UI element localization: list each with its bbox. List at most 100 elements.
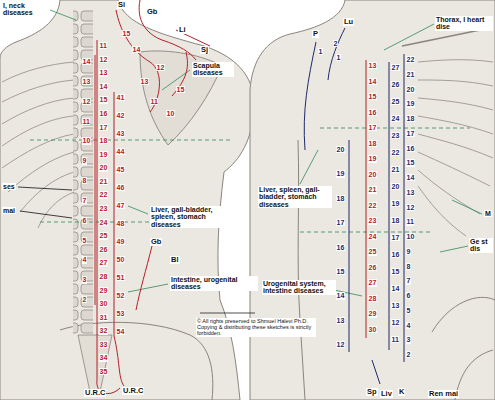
point-number: 11 (406, 218, 414, 225)
point-number: 10 (82, 137, 91, 144)
point-number: 19 (368, 155, 377, 162)
point-number: 16 (368, 109, 377, 116)
point-number: 18 (391, 217, 400, 224)
ribs (418, 60, 493, 236)
sacrum (78, 335, 112, 392)
point-number: 44 (116, 148, 125, 155)
point-number: 12 (406, 204, 415, 211)
point-number: 21 (368, 186, 377, 193)
point-number: 22 (99, 191, 108, 198)
point-number: 14 (336, 292, 345, 299)
meridian-line (95, 0, 210, 394)
meridian-name: Si (117, 1, 126, 9)
point-number: 14 (99, 83, 108, 90)
meridian-name: K (398, 388, 405, 396)
point-number: 2 (333, 40, 338, 47)
point-number: 17 (99, 124, 108, 131)
point-number: 2 (406, 351, 411, 358)
point-number: 6 (406, 292, 411, 299)
point-number: 19 (406, 100, 415, 107)
leader-line (18, 187, 72, 218)
point-number: 24 (99, 219, 108, 226)
region-label: Urogenital system, intestine diseases (262, 280, 336, 295)
meridian-name: Gb (150, 238, 162, 246)
point-number: 20 (406, 86, 415, 93)
point-number: 11 (391, 336, 399, 343)
point-number: 20 (99, 164, 108, 171)
point-number: 17 (391, 234, 400, 241)
meridian-name: Bl (170, 256, 180, 264)
point-number: 24 (368, 233, 377, 240)
point-number: 3 (82, 276, 87, 283)
point-number: 7 (406, 277, 411, 284)
point-number: 28 (368, 295, 377, 302)
point-number: 12 (99, 56, 108, 63)
meridian-name: Ren mai (428, 390, 459, 398)
point-number: 53 (116, 310, 125, 317)
point-number: 14 (406, 174, 415, 181)
point-number: 10 (406, 233, 415, 240)
point-number: 3 (406, 336, 411, 343)
clavicle (402, 28, 490, 46)
meridian-name: U.R.C (122, 387, 144, 395)
point-number: 29 (368, 310, 377, 317)
meridian-name: Liv (380, 390, 393, 398)
back-torso (0, 0, 254, 400)
point-number: 27 (99, 259, 108, 266)
point-number: 4 (406, 322, 411, 329)
region-label: mai (2, 207, 16, 214)
point-number: 45 (116, 166, 125, 173)
point-number: 6 (82, 217, 87, 224)
point-number: 29 (99, 287, 108, 294)
point-number: 17 (368, 124, 377, 131)
ribs (2, 62, 74, 228)
point-number: 23 (391, 132, 400, 139)
point-number: 2 (82, 296, 87, 303)
point-number: 13 (406, 189, 415, 196)
point-number: 48 (116, 220, 125, 227)
meridian-name: Sj (200, 46, 209, 54)
point-number: 17 (406, 130, 415, 137)
point-number: 16 (99, 110, 108, 117)
region-label: Intestine, urogenital diseases (170, 276, 258, 291)
point-number: 20 (368, 171, 377, 178)
meridian-name: Lu (343, 18, 354, 26)
point-number: 8 (82, 177, 87, 184)
point-number: 22 (406, 56, 415, 63)
point-number: 13 (99, 69, 108, 76)
meridian-line (366, 60, 367, 338)
point-number: 27 (391, 64, 400, 71)
point-number: 13 (140, 78, 149, 85)
meridian-name: Sp (366, 388, 378, 396)
point-number: 11 (150, 98, 158, 105)
point-number: 10 (166, 110, 175, 117)
point-number: 32 (99, 327, 108, 334)
point-number: 49 (116, 238, 125, 245)
point-number: 19 (336, 170, 345, 177)
point-number: 12 (391, 319, 400, 326)
point-number: 41 (116, 94, 125, 101)
point-number: 25 (99, 232, 108, 239)
point-number: 14 (82, 58, 91, 65)
point-number: 47 (116, 202, 125, 209)
point-number: 7 (82, 197, 87, 204)
meridian-name: P (312, 30, 319, 38)
region-label: M (484, 210, 492, 217)
point-number: 14 (368, 78, 377, 85)
point-number: 22 (391, 149, 400, 156)
point-number: 18 (368, 140, 377, 147)
region-label: Scapula diseases (192, 62, 234, 77)
region-label: Liver, gall-bladder, spleen, stomach dis… (150, 206, 230, 228)
point-number: 18 (99, 137, 108, 144)
point-number: 23 (368, 217, 377, 224)
meridian-name: U.R.C (84, 389, 106, 397)
point-number: 18 (336, 195, 345, 202)
point-number: 16 (336, 244, 345, 251)
meridian-name: Gb (146, 8, 158, 16)
point-number: 5 (82, 237, 87, 244)
point-number: 12 (82, 98, 91, 105)
point-number: 13 (82, 78, 91, 85)
region-label: Ge st dis (469, 238, 493, 253)
point-number: 54 (116, 328, 125, 335)
point-number: 24 (391, 115, 400, 122)
